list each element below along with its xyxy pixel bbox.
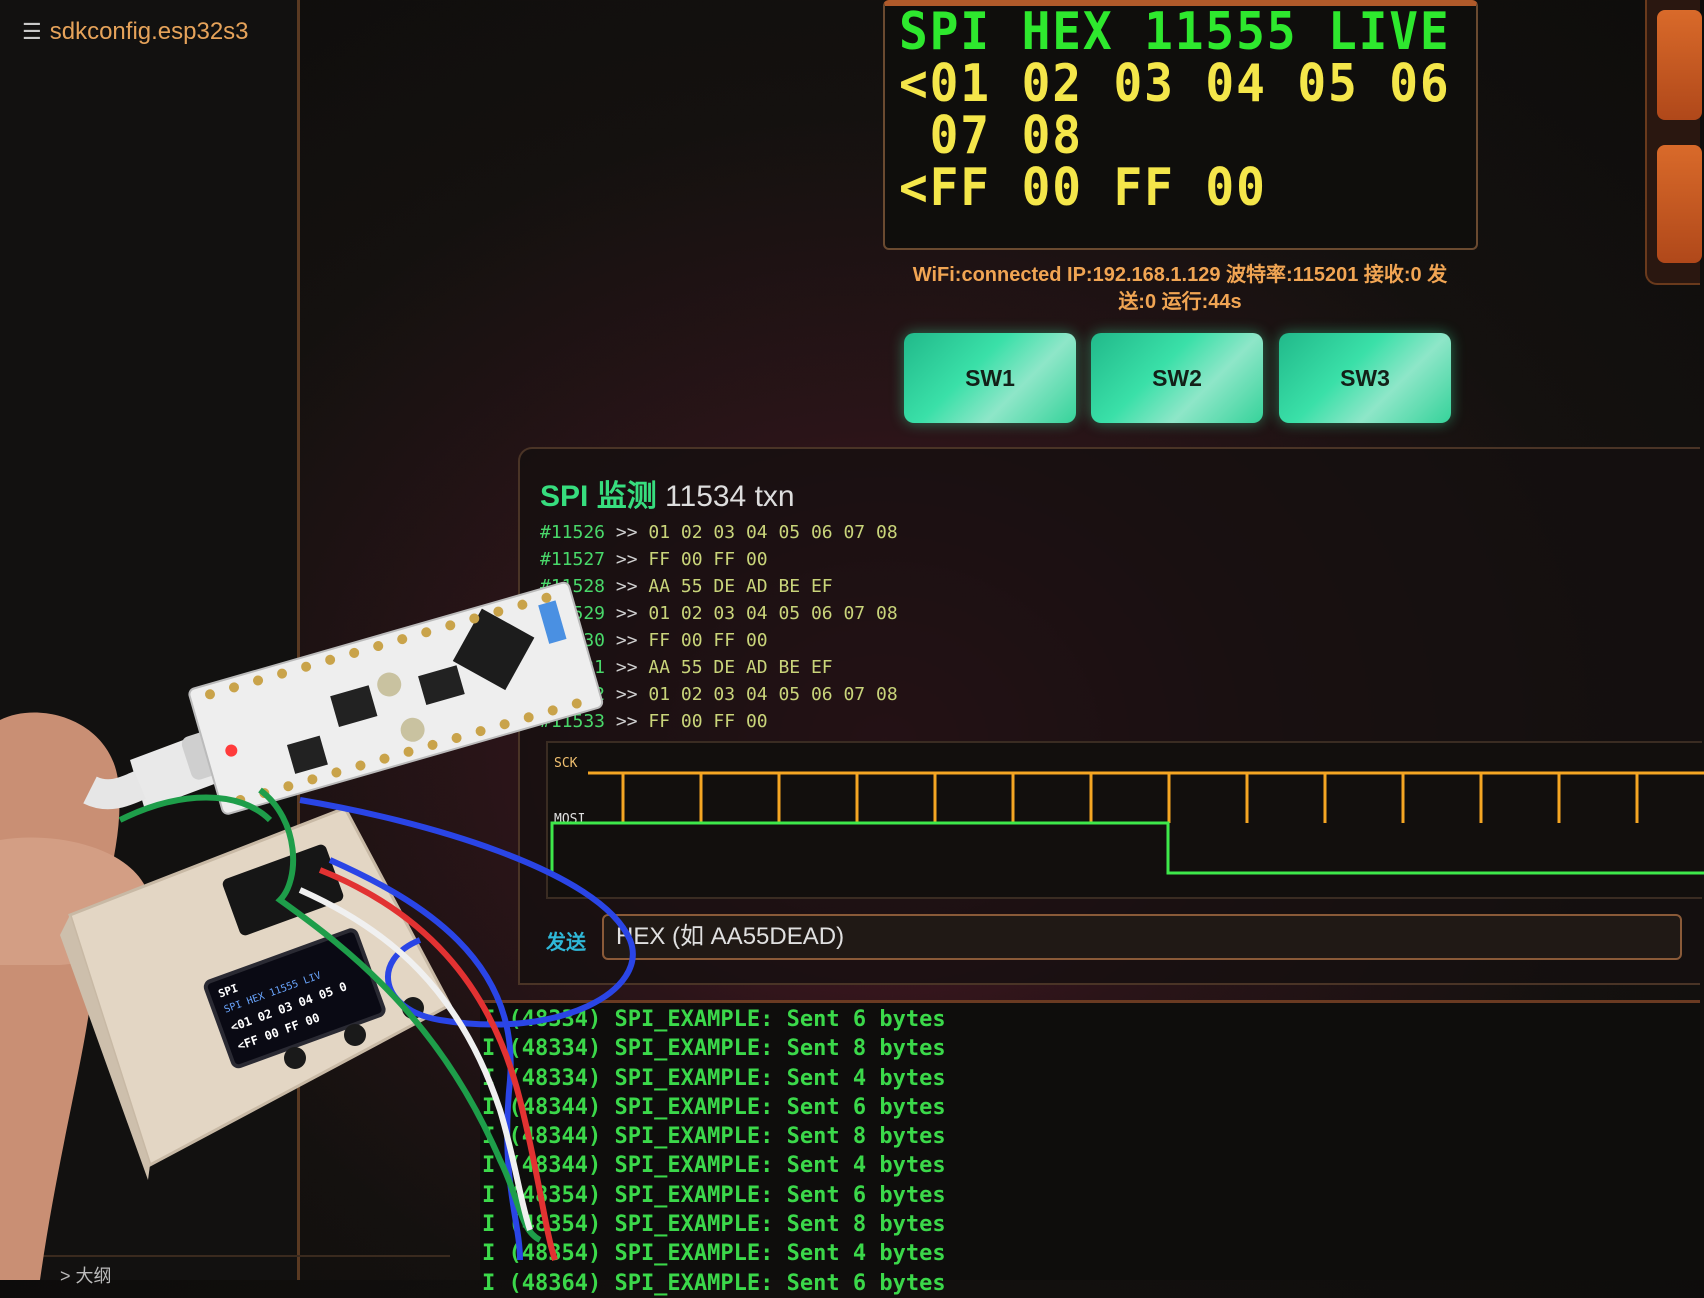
log-line: I (48344) SPI_EXAMPLE: Sent 6 bytes bbox=[482, 1094, 946, 1120]
waveform-svg: SCK MOSI bbox=[550, 756, 1704, 875]
transaction-row: #11529 >> 01 02 03 04 05 06 07 08 bbox=[540, 603, 898, 624]
transaction-row: #11533 >> FF 00 FF 00 bbox=[540, 711, 768, 732]
transaction-row: #11527 >> FF 00 FF 00 bbox=[540, 549, 768, 570]
sck-trace bbox=[588, 771, 1704, 823]
spi-monitor-panel: SPI 监测 11534 txn #11526 >> 01 02 03 04 0… bbox=[518, 447, 1704, 985]
file-name: sdkconfig.esp32s3 bbox=[49, 18, 249, 45]
sw3-button[interactable]: SW3 bbox=[1279, 333, 1451, 423]
status-line: 送:0 运行:44s bbox=[1118, 291, 1242, 313]
transaction-list: #11526 >> 01 02 03 04 05 06 07 08 #11527… bbox=[540, 519, 898, 735]
list-icon: ☰ bbox=[22, 19, 42, 44]
explorer-divider bbox=[40, 1255, 450, 1257]
log-line: I (48354) SPI_EXAMPLE: Sent 8 bytes bbox=[482, 1212, 946, 1238]
log-line: I (48354) SPI_EXAMPLE: Sent 6 bytes bbox=[482, 1182, 946, 1208]
log-line: I (48354) SPI_EXAMPLE: Sent 4 bytes bbox=[482, 1241, 946, 1267]
hex-input[interactable] bbox=[602, 914, 1682, 960]
side-slot-top[interactable] bbox=[1657, 10, 1702, 120]
transaction-row: #11526 >> 01 02 03 04 05 06 07 08 bbox=[540, 522, 898, 543]
side-control-panel bbox=[1645, 0, 1702, 285]
file-explorer: ☰ sdkconfig.esp32s3 > 大纲 bbox=[0, 0, 450, 1286]
transaction-row: #11532 >> 01 02 03 04 05 06 07 08 bbox=[540, 684, 898, 705]
send-row: 发送 bbox=[546, 914, 1702, 964]
waveform-view: SCK MOSI bbox=[546, 741, 1704, 899]
mosi-label: MOSI bbox=[554, 812, 585, 827]
log-line: I (48364) SPI_EXAMPLE: Sent 6 bytes bbox=[482, 1270, 946, 1296]
lcd-data-line: 07 08 bbox=[899, 106, 1083, 166]
sw1-button[interactable]: SW1 bbox=[904, 333, 1076, 423]
side-slot-bottom[interactable] bbox=[1657, 145, 1702, 263]
status-bar: WiFi:connected IP:192.168.1.129 波特率:1152… bbox=[890, 262, 1470, 316]
transaction-row: #11530 >> FF 00 FF 00 bbox=[540, 630, 768, 651]
explorer-file-item[interactable]: ☰ sdkconfig.esp32s3 bbox=[22, 18, 249, 46]
enclosure-button bbox=[344, 1024, 366, 1046]
lcd-data-line: <01 02 03 04 05 06 bbox=[899, 54, 1451, 114]
monitor-title: SPI 监测 11534 txn bbox=[540, 471, 795, 515]
enclosure-button bbox=[402, 997, 424, 1019]
send-label: 发送 bbox=[546, 932, 586, 954]
status-line: WiFi:connected IP:192.168.1.129 波特率:1152… bbox=[912, 264, 1448, 286]
monitor-title-name: SPI 监测 bbox=[540, 480, 657, 513]
log-line: I (48344) SPI_EXAMPLE: Sent 8 bytes bbox=[482, 1124, 946, 1150]
log-line: I (48334) SPI_EXAMPLE: Sent 4 bytes bbox=[482, 1065, 946, 1091]
transaction-row: #11528 >> AA 55 DE AD BE EF bbox=[540, 576, 833, 597]
transaction-row: #11531 >> AA 55 DE AD BE EF bbox=[540, 657, 833, 678]
lcd-data-line: <FF 00 FF 00 bbox=[899, 158, 1267, 218]
log-list: I (48334) SPI_EXAMPLE: Sent 6 bytes I (4… bbox=[482, 1005, 946, 1298]
log-line: I (48344) SPI_EXAMPLE: Sent 4 bytes bbox=[482, 1153, 946, 1179]
mosi-trace bbox=[550, 821, 1704, 875]
monitor-txn-count: 11534 txn bbox=[665, 480, 795, 513]
log-line: I (48334) SPI_EXAMPLE: Sent 6 bytes bbox=[482, 1007, 946, 1032]
outline-section-label[interactable]: > 大纲 bbox=[60, 1266, 112, 1286]
terminal-log: I (48334) SPI_EXAMPLE: Sent 6 bytes I (4… bbox=[480, 1000, 1700, 1296]
lcd-title-line: SPI HEX 11555 LIVE bbox=[899, 2, 1451, 62]
sck-label: SCK bbox=[554, 756, 578, 771]
log-line: I (48334) SPI_EXAMPLE: Sent 8 bytes bbox=[482, 1036, 946, 1062]
lcd-display: SPI HEX 11555 LIVE <01 02 03 04 05 06 07… bbox=[883, 0, 1478, 250]
sw2-button[interactable]: SW2 bbox=[1091, 333, 1263, 423]
